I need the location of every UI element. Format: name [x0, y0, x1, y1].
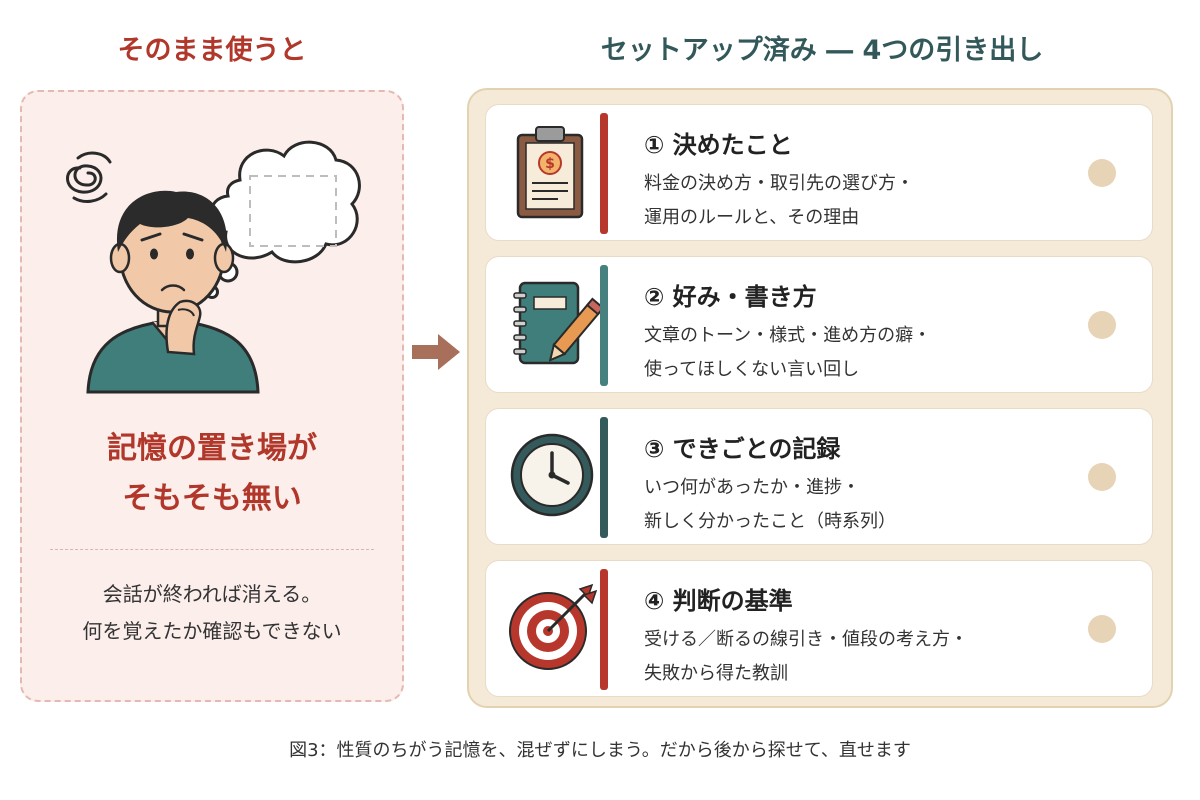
svg-text:$: $: [545, 156, 555, 172]
card-desc-line2: 使ってほしくない言い回し: [644, 359, 860, 380]
card-title: ① 決めたこと: [644, 131, 793, 159]
divider: [50, 549, 374, 550]
card-title: ④ 判断の基準: [644, 587, 793, 615]
clipboard-dollar-icon: $: [516, 126, 584, 219]
small-text-line1: 会話が終われば消える。: [102, 582, 322, 606]
status-dot: [1088, 615, 1116, 643]
status-dot: [1088, 159, 1116, 187]
card-accent-bar: [600, 569, 608, 690]
card-accent-bar: [600, 113, 608, 234]
card-accent-bar: [600, 265, 608, 386]
card-desc-line2: 新しく分かったこと（時系列）: [644, 511, 896, 532]
clock-icon: [510, 433, 594, 517]
card-accent-bar: [600, 417, 608, 538]
card-description: 文章のトーン・様式・進め方の癖・ 使ってほしくない言い回し: [644, 319, 931, 387]
drawer-card-criteria: ④ 判断の基準 受ける／断るの線引き・値段の考え方・ 失敗から得た教訓: [485, 560, 1153, 697]
no-memory-message: 記憶の置き場が そもそも無い: [22, 424, 402, 524]
no-memory-explanation: 会話が終われば消える。 何を覚えたか確認もできない: [22, 576, 402, 650]
figure-caption: 図3：性質のちがう記憶を、混ぜずにしまう。だから後から探せて、直せます: [289, 740, 911, 761]
right-arrow-icon: [412, 334, 460, 370]
four-drawers-panel: $ ① 決めたこと 料金の決め方・取引先の選び方・ 運用のルールと、その理由: [467, 88, 1173, 708]
card-desc-line1: いつ何があったか・進捗・: [644, 477, 860, 498]
notebook-pencil-icon: [513, 281, 604, 365]
card-desc-line1: 受ける／断るの線引き・値段の考え方・: [644, 629, 968, 650]
card-desc-line2: 運用のルールと、その理由: [644, 207, 860, 228]
big-text-line2: そもそも無い: [122, 481, 302, 516]
card-description: 受ける／断るの線引き・値段の考え方・ 失敗から得た教訓: [644, 623, 968, 691]
drawer-card-events: ③ できごとの記録 いつ何があったか・進捗・ 新しく分かったこと（時系列）: [485, 408, 1153, 545]
status-dot: [1088, 463, 1116, 491]
dizzy-scribble-icon: [66, 151, 112, 203]
left-heading: そのまま使うと: [117, 35, 307, 66]
right-heading: セットアップ済み ― 4つの引き出し: [600, 35, 1044, 66]
big-text-line1: 記憶の置き場が: [107, 431, 317, 466]
card-title: ② 好み・書き方: [644, 283, 817, 311]
empty-placeholder-icon: [249, 175, 337, 247]
target-arrow-icon: [509, 583, 598, 670]
drawer-card-decisions: $ ① 決めたこと 料金の決め方・取引先の選び方・ 運用のルールと、その理由: [485, 104, 1153, 241]
card-desc-line1: 料金の決め方・取引先の選び方・: [644, 173, 914, 194]
card-description: いつ何があったか・進捗・ 新しく分かったこと（時系列）: [644, 471, 896, 539]
card-desc-line1: 文章のトーン・様式・進め方の癖・: [644, 325, 932, 346]
drawer-card-preferences: ② 好み・書き方 文章のトーン・様式・進め方の癖・ 使ってほしくない言い回し: [485, 256, 1153, 393]
card-title: ③ できごとの記録: [644, 435, 841, 463]
status-dot: [1088, 311, 1116, 339]
confused-person-illustration: [66, 140, 361, 394]
card-desc-line2: 失敗から得た教訓: [644, 663, 788, 684]
without-memory-panel: 記憶の置き場が そもそも無い 会話が終われば消える。 何を覚えたか確認もできない: [20, 90, 404, 702]
card-description: 料金の決め方・取引先の選び方・ 運用のルールと、その理由: [644, 167, 914, 235]
small-text-line2: 何を覚えたか確認もできない: [82, 619, 342, 643]
